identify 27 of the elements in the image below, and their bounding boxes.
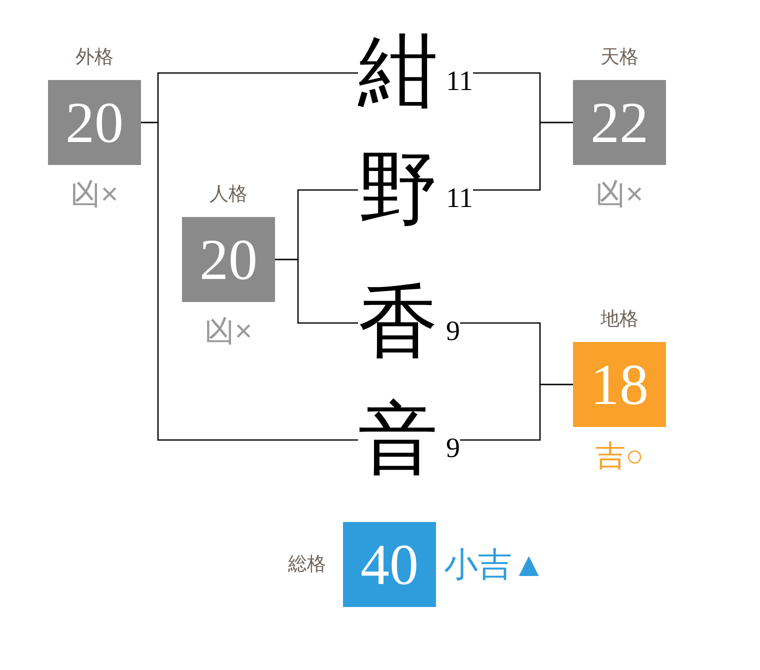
score-box: 18 xyxy=(573,342,666,427)
bracket-line xyxy=(141,122,358,441)
stroke-count: 9 xyxy=(446,434,460,464)
name-character: 野 xyxy=(358,150,438,230)
grade-label: 総格 xyxy=(288,554,326,576)
fortune-label: 凶× xyxy=(70,179,118,211)
name-character: 香 xyxy=(358,283,438,363)
stroke-count: 9 xyxy=(446,317,460,347)
fortune-label: 小吉▲ xyxy=(444,546,546,582)
bracket-line xyxy=(472,122,573,191)
grade-label: 地格 xyxy=(600,309,638,331)
grade-label: 外格 xyxy=(76,47,114,69)
fortune-label: 吉○ xyxy=(595,441,644,473)
grade-label: 天格 xyxy=(600,47,638,69)
bracket-line xyxy=(460,384,573,441)
score-box: 20 xyxy=(182,217,275,302)
bracket-line xyxy=(275,258,358,324)
score-box: 40 xyxy=(343,522,436,607)
score-box: 22 xyxy=(573,80,666,165)
name-character: 音 xyxy=(358,400,438,480)
grade-label: 人格 xyxy=(210,184,248,206)
stroke-count: 11 xyxy=(446,184,473,214)
score-box: 20 xyxy=(48,80,141,165)
fortune-label: 凶× xyxy=(204,316,252,348)
stroke-count: 11 xyxy=(446,67,473,97)
name-character: 紺 xyxy=(358,33,438,113)
fortune-label: 凶× xyxy=(596,179,644,211)
